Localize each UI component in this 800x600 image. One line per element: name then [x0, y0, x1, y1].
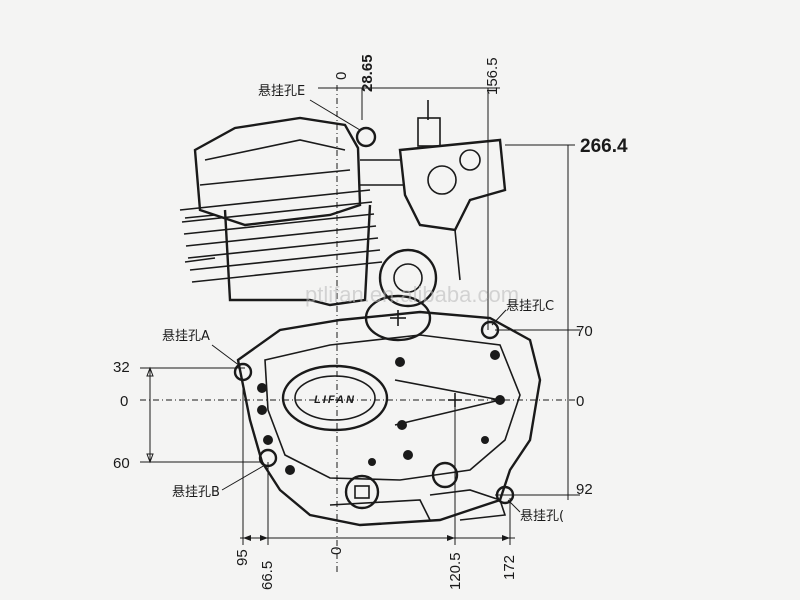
engine-badge: LIFAN	[314, 394, 356, 406]
dim-bottom-95: 95	[234, 549, 251, 566]
dim-left-60: 60	[113, 455, 130, 472]
mount-hole-d-leader	[507, 499, 521, 513]
dim-right-266-4: 266.4	[580, 136, 628, 157]
dim-right-70: 70	[576, 323, 593, 340]
mount-hole-c-leader	[491, 309, 507, 326]
mount-hole-b-label: 悬挂孔B	[172, 485, 220, 500]
mount-hole-e-label: 悬挂孔E	[258, 84, 305, 99]
mount-hole-a-label: 悬挂孔A	[162, 329, 210, 344]
dim-top-zero: 0	[333, 72, 350, 80]
mount-hole-c-label: 悬挂孔C	[506, 299, 554, 314]
dim-left-0: 0	[120, 393, 128, 410]
dim-bottom-172: 172	[501, 555, 518, 580]
dim-right-0: 0	[576, 393, 584, 410]
dim-bottom-120-5: 120.5	[447, 552, 464, 590]
dim-bottom-66-5: 66.5	[259, 561, 276, 590]
dim-top-156-5: 156.5	[484, 57, 501, 95]
mount-hole-d-label: 悬挂孔(	[520, 509, 564, 524]
dim-top-28-65: 28.65	[359, 54, 376, 92]
dim-bottom-0: 0	[328, 547, 345, 555]
mount-hole-a-leader	[211, 344, 241, 367]
mount-hole-e-leader	[309, 99, 361, 131]
dimension-lines	[140, 85, 580, 575]
engine-illustration	[179, 100, 542, 527]
mount-hole-b-leader	[221, 464, 266, 491]
dim-right-92: 92	[576, 481, 593, 498]
watermark-text: ptlifan.en.alibaba.com	[305, 282, 519, 307]
dim-left-32: 32	[113, 359, 130, 376]
